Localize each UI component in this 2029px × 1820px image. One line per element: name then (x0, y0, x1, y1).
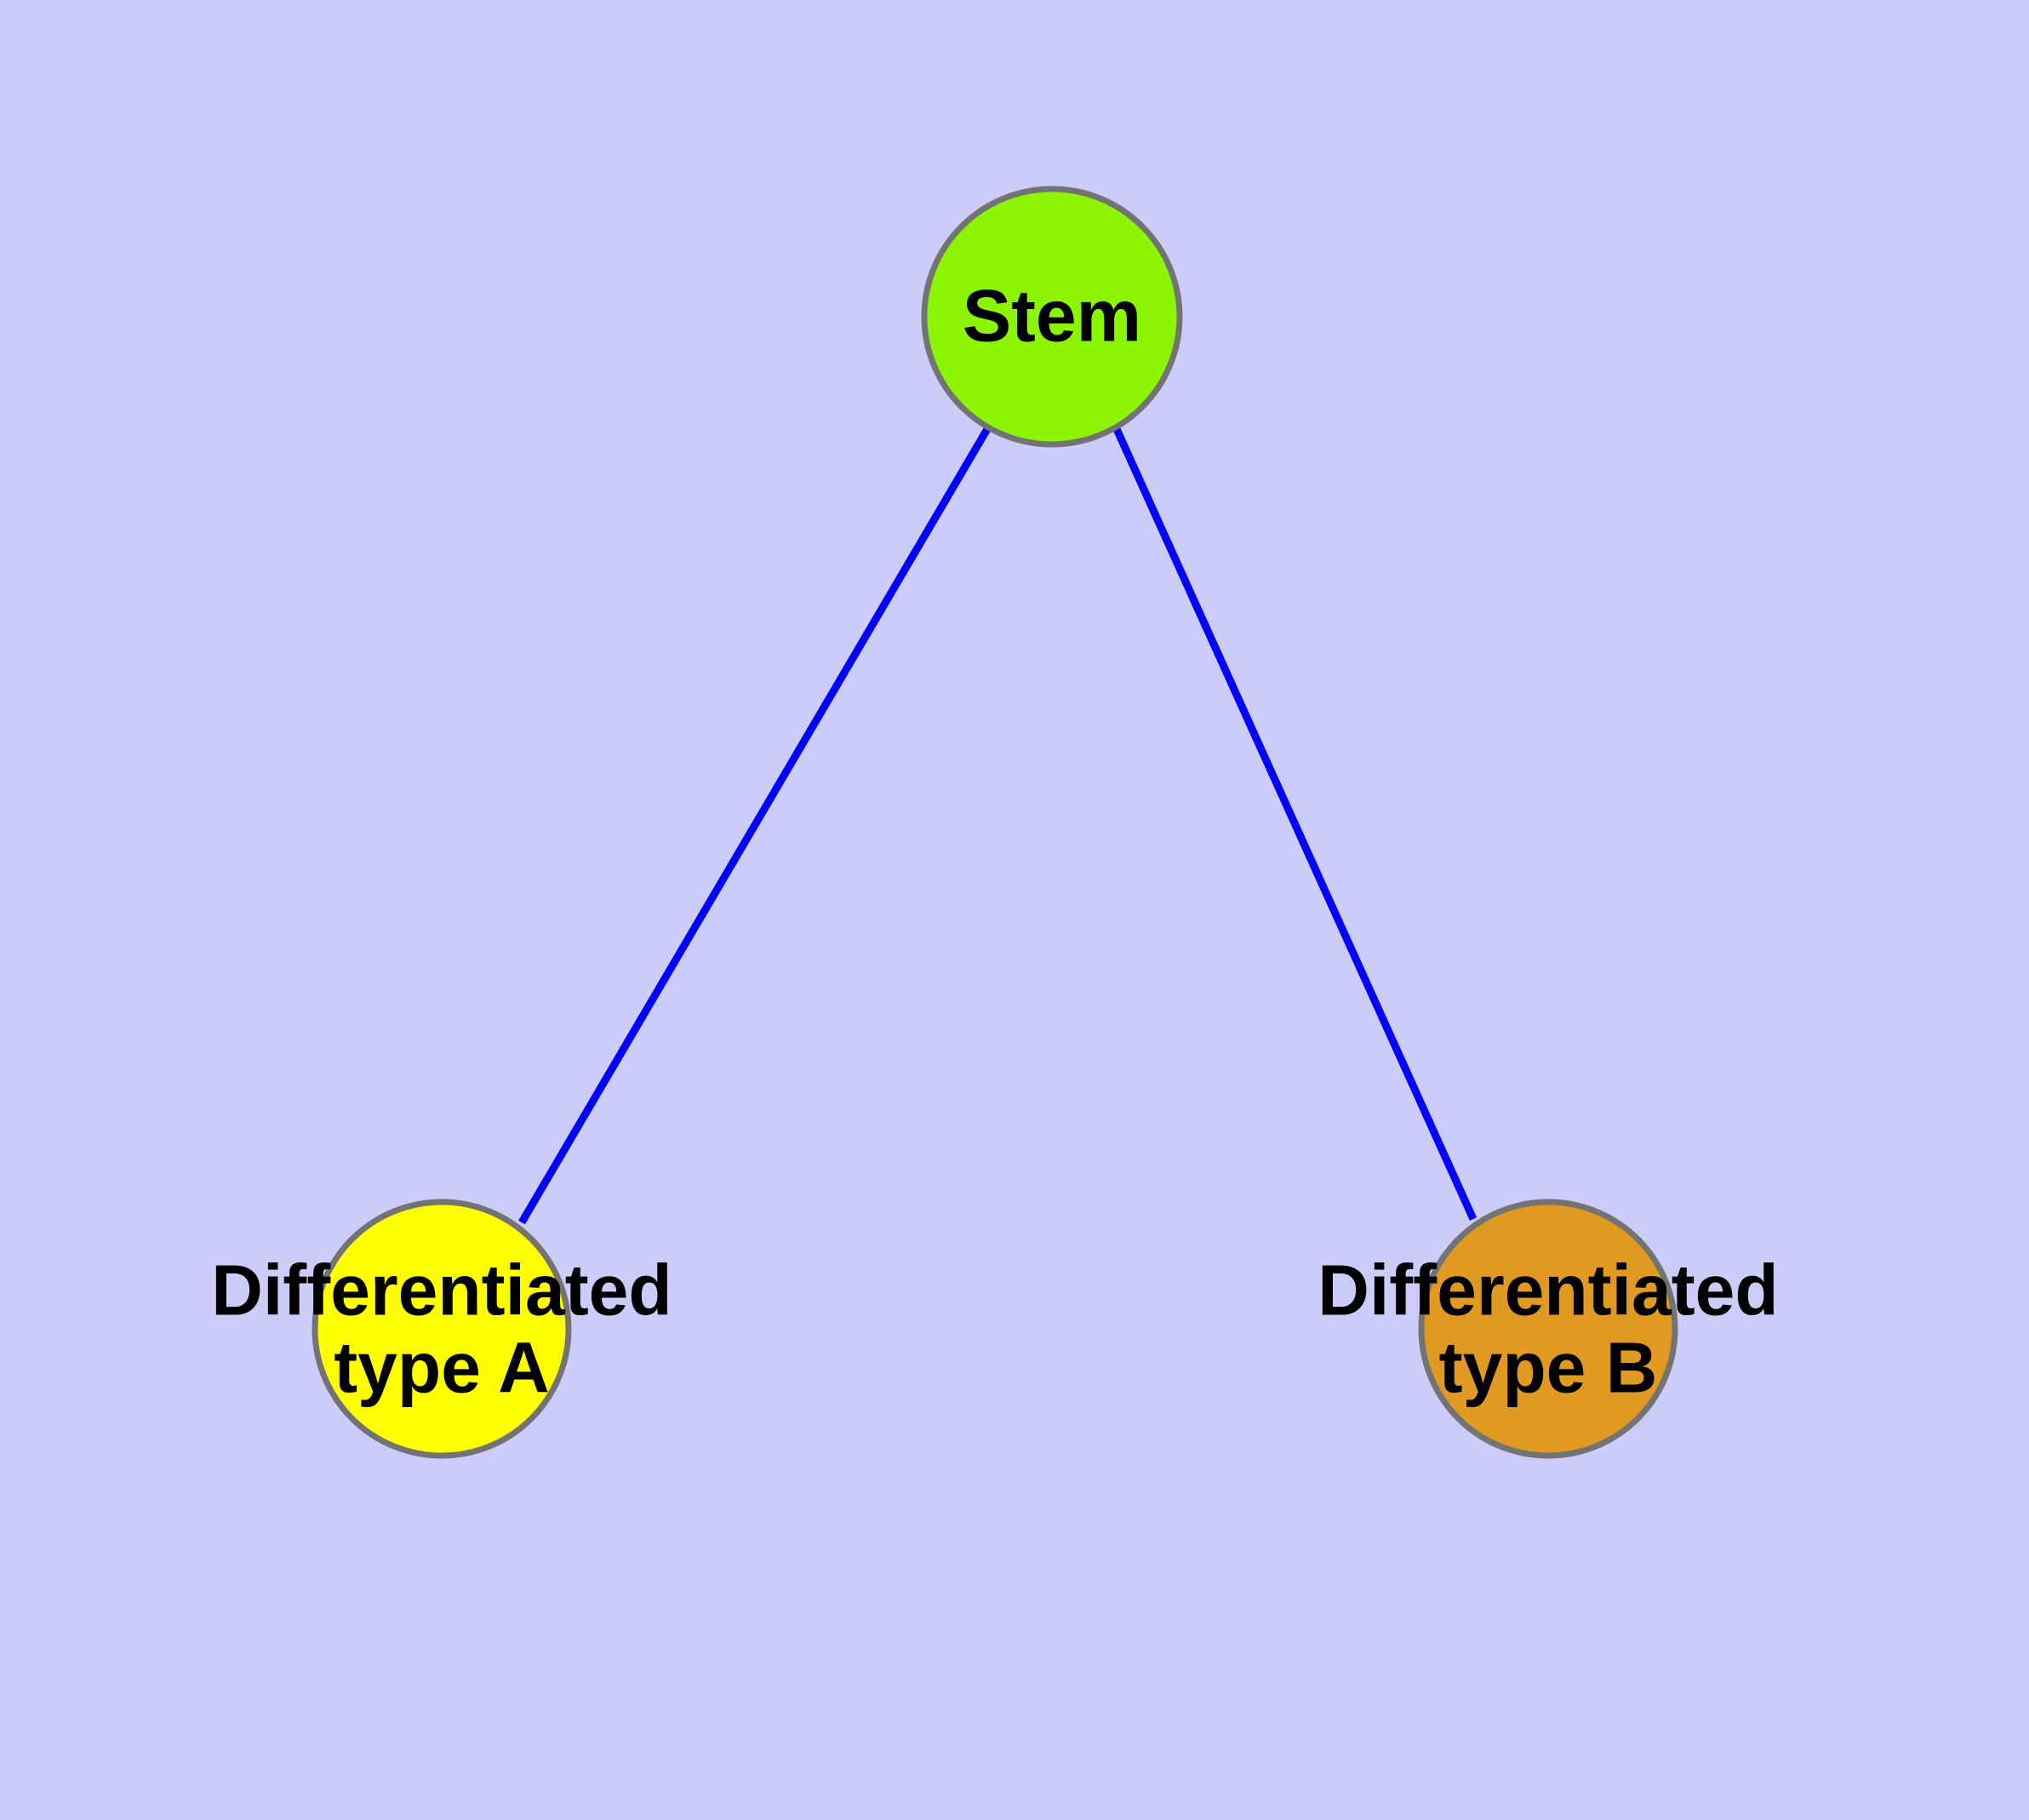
node-differentiated-type-b[interactable] (1418, 1199, 1678, 1459)
edge-stem-to-differentiated-type-b[interactable] (1112, 427, 1477, 1221)
edge-layer (518, 426, 1477, 1225)
node-stem[interactable] (921, 186, 1183, 448)
edge-stem-to-differentiated-type-a[interactable] (518, 426, 991, 1225)
node-differentiated-type-a[interactable] (311, 1199, 572, 1459)
node-layer (311, 186, 1678, 1459)
